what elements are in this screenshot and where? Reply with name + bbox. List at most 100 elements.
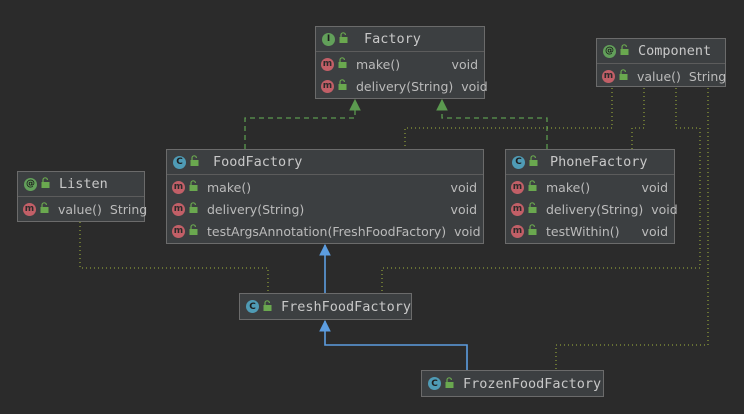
annotation-icon: @ [24,177,37,191]
member-name: make() [356,56,401,72]
edge-implements-phonefactory-to-factory [441,100,548,149]
annotation-icon: @ [603,44,616,58]
node-listen-header: @ Listen [18,172,144,197]
node-freshfoodfactory-header: C FreshFoodFactory [240,294,411,319]
lock-open-icon [189,224,198,235]
member-type: void [651,201,678,217]
lock-open-icon [189,180,198,191]
member-name: delivery(String) [546,201,644,217]
node-listen-members: m value() String [18,197,148,222]
method-icon: m [511,224,524,238]
member-row[interactable]: m delivery(String) void [506,198,678,220]
class-icon: C [512,155,525,169]
method-icon: m [511,180,524,194]
lock-open-icon [338,79,347,90]
class-icon: C [246,300,259,313]
lock-open-icon [263,299,272,311]
node-listen-title: Listen [59,176,108,192]
node-component-title: Component [638,43,712,59]
class-icon: C [428,377,441,390]
member-row[interactable]: m value() String [597,65,727,87]
class-icon: C [173,155,186,169]
member-type: void [641,179,668,195]
node-freshfoodfactory[interactable]: C FreshFoodFactory [239,293,412,320]
member-row[interactable]: m make() void [316,53,484,75]
node-freshfoodfactory-title: FreshFoodFactory [281,298,412,315]
member-type: void [451,56,478,72]
node-phonefactory-title: PhoneFactory [550,154,648,170]
edge-implements-foodfactory-to-factory [244,100,356,149]
lock-open-icon [339,32,348,43]
member-type: void [641,223,668,239]
lock-open-icon [190,155,199,166]
node-factory-title: Factory [364,31,421,47]
node-component-header: @ Component [597,39,725,64]
node-foodfactory[interactable]: C FoodFactory m make() void m delivery(S… [166,149,484,244]
member-type: void [461,78,488,94]
member-type: String [688,68,727,84]
member-row[interactable]: m make() void [506,176,674,198]
member-type: void [454,223,481,239]
node-factory-members: m make() void m delivery(String) void [316,52,488,99]
interface-icon: I [322,32,335,46]
member-name: value() [637,68,681,84]
node-component[interactable]: @ Component m value() String [596,38,726,87]
member-type: String [109,201,148,217]
edge-annotates-component-to-foodfactory [404,88,613,149]
method-icon: m [602,69,615,83]
method-icon: m [321,79,334,93]
node-frozenfoodfactory[interactable]: C FrozenFoodFactory [421,370,604,397]
method-icon: m [172,202,185,216]
lock-open-icon [445,376,454,388]
node-factory[interactable]: I Factory m make() void m delivery(Strin… [315,26,488,99]
member-row[interactable]: m testArgsAnnotation(FreshFoodFactory) v… [167,220,483,242]
method-icon: m [511,202,524,216]
member-row[interactable]: m make() void [167,176,483,198]
lock-open-icon [41,177,50,188]
edge-arrowhead [436,98,448,111]
member-row[interactable]: m value() String [18,198,148,220]
member-name: testWithin() [546,223,620,239]
node-phonefactory-members: m make() void m delivery(String) void m … [506,175,678,244]
node-component-members: m value() String [597,64,727,89]
member-row[interactable]: m delivery(String) void [167,198,483,220]
member-type: void [450,201,477,217]
node-factory-header: I Factory [316,27,484,52]
member-name: value() [58,201,102,217]
method-icon: m [172,180,185,194]
lock-open-icon [619,69,628,80]
node-phonefactory[interactable]: C PhoneFactory m make() void m delivery(… [505,149,678,244]
lock-open-icon [528,202,537,213]
edge-arrowhead [319,243,331,256]
edge-annotates-listen-to-freshfoodfactory [79,222,269,293]
node-listen[interactable]: @ Listen m value() String [17,171,148,222]
edge-annotates-component-to-frozenfoodfactory [555,88,709,370]
edge-arrowhead [319,319,331,332]
node-frozenfoodfactory-header: C FrozenFoodFactory [422,371,603,396]
node-frozenfoodfactory-title: FrozenFoodFactory [463,375,602,392]
member-name: delivery(String) [207,201,305,217]
lock-open-icon [529,155,538,166]
member-type: void [450,179,477,195]
lock-open-icon [338,57,347,68]
lock-open-icon [528,180,537,191]
method-icon: m [321,57,334,71]
edge-arrowhead [349,98,361,111]
lock-open-icon [620,44,629,55]
lock-open-icon [189,202,198,213]
lock-open-icon [528,224,537,235]
node-foodfactory-title: FoodFactory [213,154,303,170]
member-name: make() [546,179,591,195]
member-row[interactable]: m delivery(String) void [316,75,488,97]
node-foodfactory-members: m make() void m delivery(String) void m … [167,175,483,244]
member-name: make() [207,179,252,195]
lock-open-icon [40,202,49,213]
node-phonefactory-header: C PhoneFactory [506,150,674,175]
node-foodfactory-header: C FoodFactory [167,150,483,175]
member-row[interactable]: m testWithin() void [506,220,674,242]
member-name: testArgsAnnotation(FreshFoodFactory) [207,223,447,239]
method-icon: m [172,224,185,238]
edge-annotates-component-to-phonefactory [631,88,645,149]
method-icon: m [23,202,36,216]
